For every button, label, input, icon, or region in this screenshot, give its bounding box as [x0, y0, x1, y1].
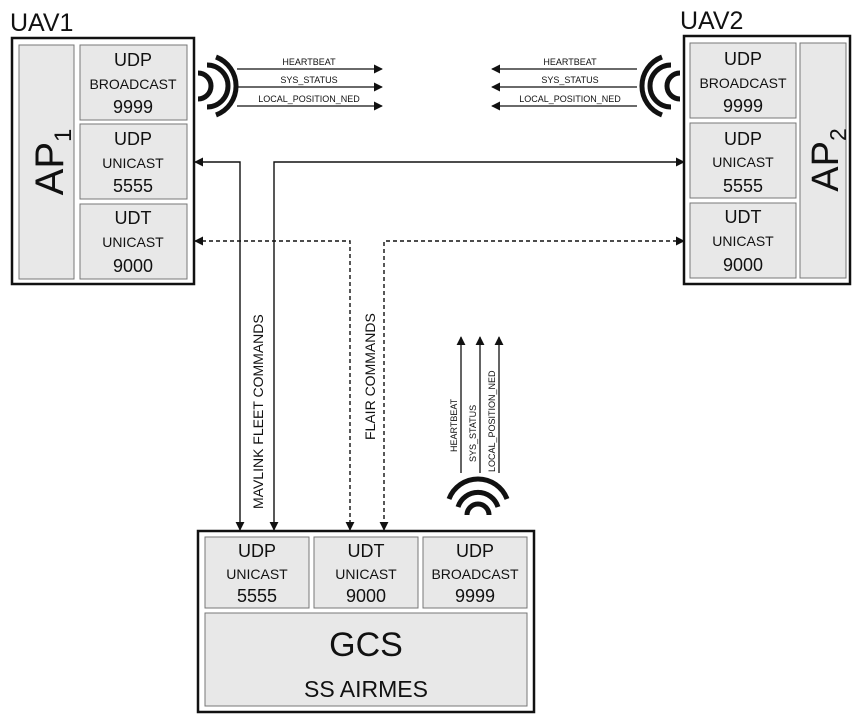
svg-text:UDP: UDP	[724, 49, 762, 69]
flair-link-uav2	[379, 236, 685, 531]
svg-text:UDP: UDP	[456, 541, 494, 561]
uav2-port-unicast-5555: UDP UNICAST 5555	[689, 122, 797, 199]
svg-text:UDP: UDP	[724, 129, 762, 149]
uav1-port-udt-9000: UDT UNICAST 9000	[79, 203, 188, 280]
uav2-autopilot-label: AP2	[805, 128, 851, 192]
flair-link-uav1	[194, 236, 355, 531]
uav2-wireless-icon	[639, 54, 681, 118]
gcs-msg-local-position: LOCAL_POSITION_NED	[487, 370, 497, 472]
gcs-broadcast-messages: HEARTBEAT SYS_STATUS LOCAL_POSITION_NED	[449, 336, 504, 473]
svg-text:9999: 9999	[113, 97, 153, 117]
svg-text:AP2: AP2	[805, 128, 851, 192]
uav2-msg-sys-status: SYS_STATUS	[541, 75, 598, 85]
svg-text:9000: 9000	[723, 255, 763, 275]
uav2-port-broadcast: UDP BROADCAST 9999	[689, 42, 797, 119]
gcs-msg-heartbeat: HEARTBEAT	[449, 398, 459, 452]
uav1-title: UAV1	[10, 9, 73, 37]
gcs-port-udt-9000: UDT UNICAST 9000	[313, 536, 419, 609]
svg-text:UNICAST: UNICAST	[712, 154, 774, 170]
uav1-msg-sys-status: SYS_STATUS	[280, 75, 337, 85]
svg-text:UDT: UDT	[725, 207, 762, 227]
gcs-subtitle: SS AIRMES	[304, 676, 428, 702]
svg-text:9000: 9000	[346, 586, 386, 606]
gcs-wireless-icon	[446, 476, 510, 516]
svg-text:5555: 5555	[237, 586, 277, 606]
uav2-msg-heartbeat: HEARTBEAT	[543, 57, 597, 67]
gcs-name: GCS	[329, 626, 403, 664]
uav1-msg-heartbeat: HEARTBEAT	[282, 57, 336, 67]
svg-text:UNICAST: UNICAST	[335, 566, 397, 582]
flair-label: FLAIR COMMANDS	[362, 313, 378, 440]
uav2-msg-local-position: LOCAL_POSITION_NED	[519, 94, 621, 104]
gcs-port-unicast-5555: UDP UNICAST 5555	[204, 536, 310, 609]
gcs-box: UDP UNICAST 5555 UDT UNICAST 9000 UDP BR…	[196, 529, 536, 714]
uav1-autopilot-label: AP1	[28, 129, 77, 196]
uav1-port-broadcast: UDP BROADCAST 9999	[79, 44, 188, 121]
svg-text:BROADCAST: BROADCAST	[431, 566, 519, 582]
svg-text:UDP: UDP	[114, 50, 152, 70]
svg-text:UDT: UDT	[115, 208, 152, 228]
uav1-box: AP1 UDP BROADCAST 9999 UDP UNICAST 5555 …	[10, 36, 196, 286]
mavlink-label: MAVLINK FLEET COMMANDS	[250, 314, 266, 509]
svg-text:9999: 9999	[455, 586, 495, 606]
uav2-broadcast-messages: HEARTBEAT SYS_STATUS LOCAL_POSITION_NED	[491, 57, 637, 111]
uav2-box: UDP BROADCAST 9999 UDP UNICAST 5555 UDT …	[682, 34, 852, 286]
uav1-broadcast-messages: HEARTBEAT SYS_STATUS LOCAL_POSITION_NED	[237, 57, 383, 111]
uav2-title: UAV2	[680, 7, 743, 35]
svg-text:9999: 9999	[723, 96, 763, 116]
svg-text:UNICAST: UNICAST	[226, 566, 288, 582]
mavlink-link-uav2	[269, 157, 685, 531]
uav1-wireless-icon	[197, 54, 239, 118]
uav2-port-udt-9000: UDT UNICAST 9000	[689, 202, 797, 279]
gcs-port-broadcast-9999: UDP BROADCAST 9999	[422, 536, 528, 609]
gcs-msg-sys-status: SYS_STATUS	[468, 405, 478, 462]
uav1-port-unicast-5555: UDP UNICAST 5555	[79, 123, 188, 200]
svg-text:UDP: UDP	[114, 129, 152, 149]
svg-text:UDP: UDP	[238, 541, 276, 561]
svg-text:BROADCAST: BROADCAST	[699, 75, 787, 91]
mavlink-link-uav1	[194, 157, 245, 531]
uav1-msg-local-position: LOCAL_POSITION_NED	[258, 94, 360, 104]
svg-text:UDT: UDT	[348, 541, 385, 561]
svg-text:5555: 5555	[113, 176, 153, 196]
svg-text:AP1: AP1	[28, 129, 77, 196]
svg-text:5555: 5555	[723, 176, 763, 196]
svg-text:9000: 9000	[113, 256, 153, 276]
svg-text:UNICAST: UNICAST	[102, 234, 164, 250]
svg-text:BROADCAST: BROADCAST	[89, 76, 177, 92]
svg-text:UNICAST: UNICAST	[712, 233, 774, 249]
svg-text:UNICAST: UNICAST	[102, 155, 164, 171]
